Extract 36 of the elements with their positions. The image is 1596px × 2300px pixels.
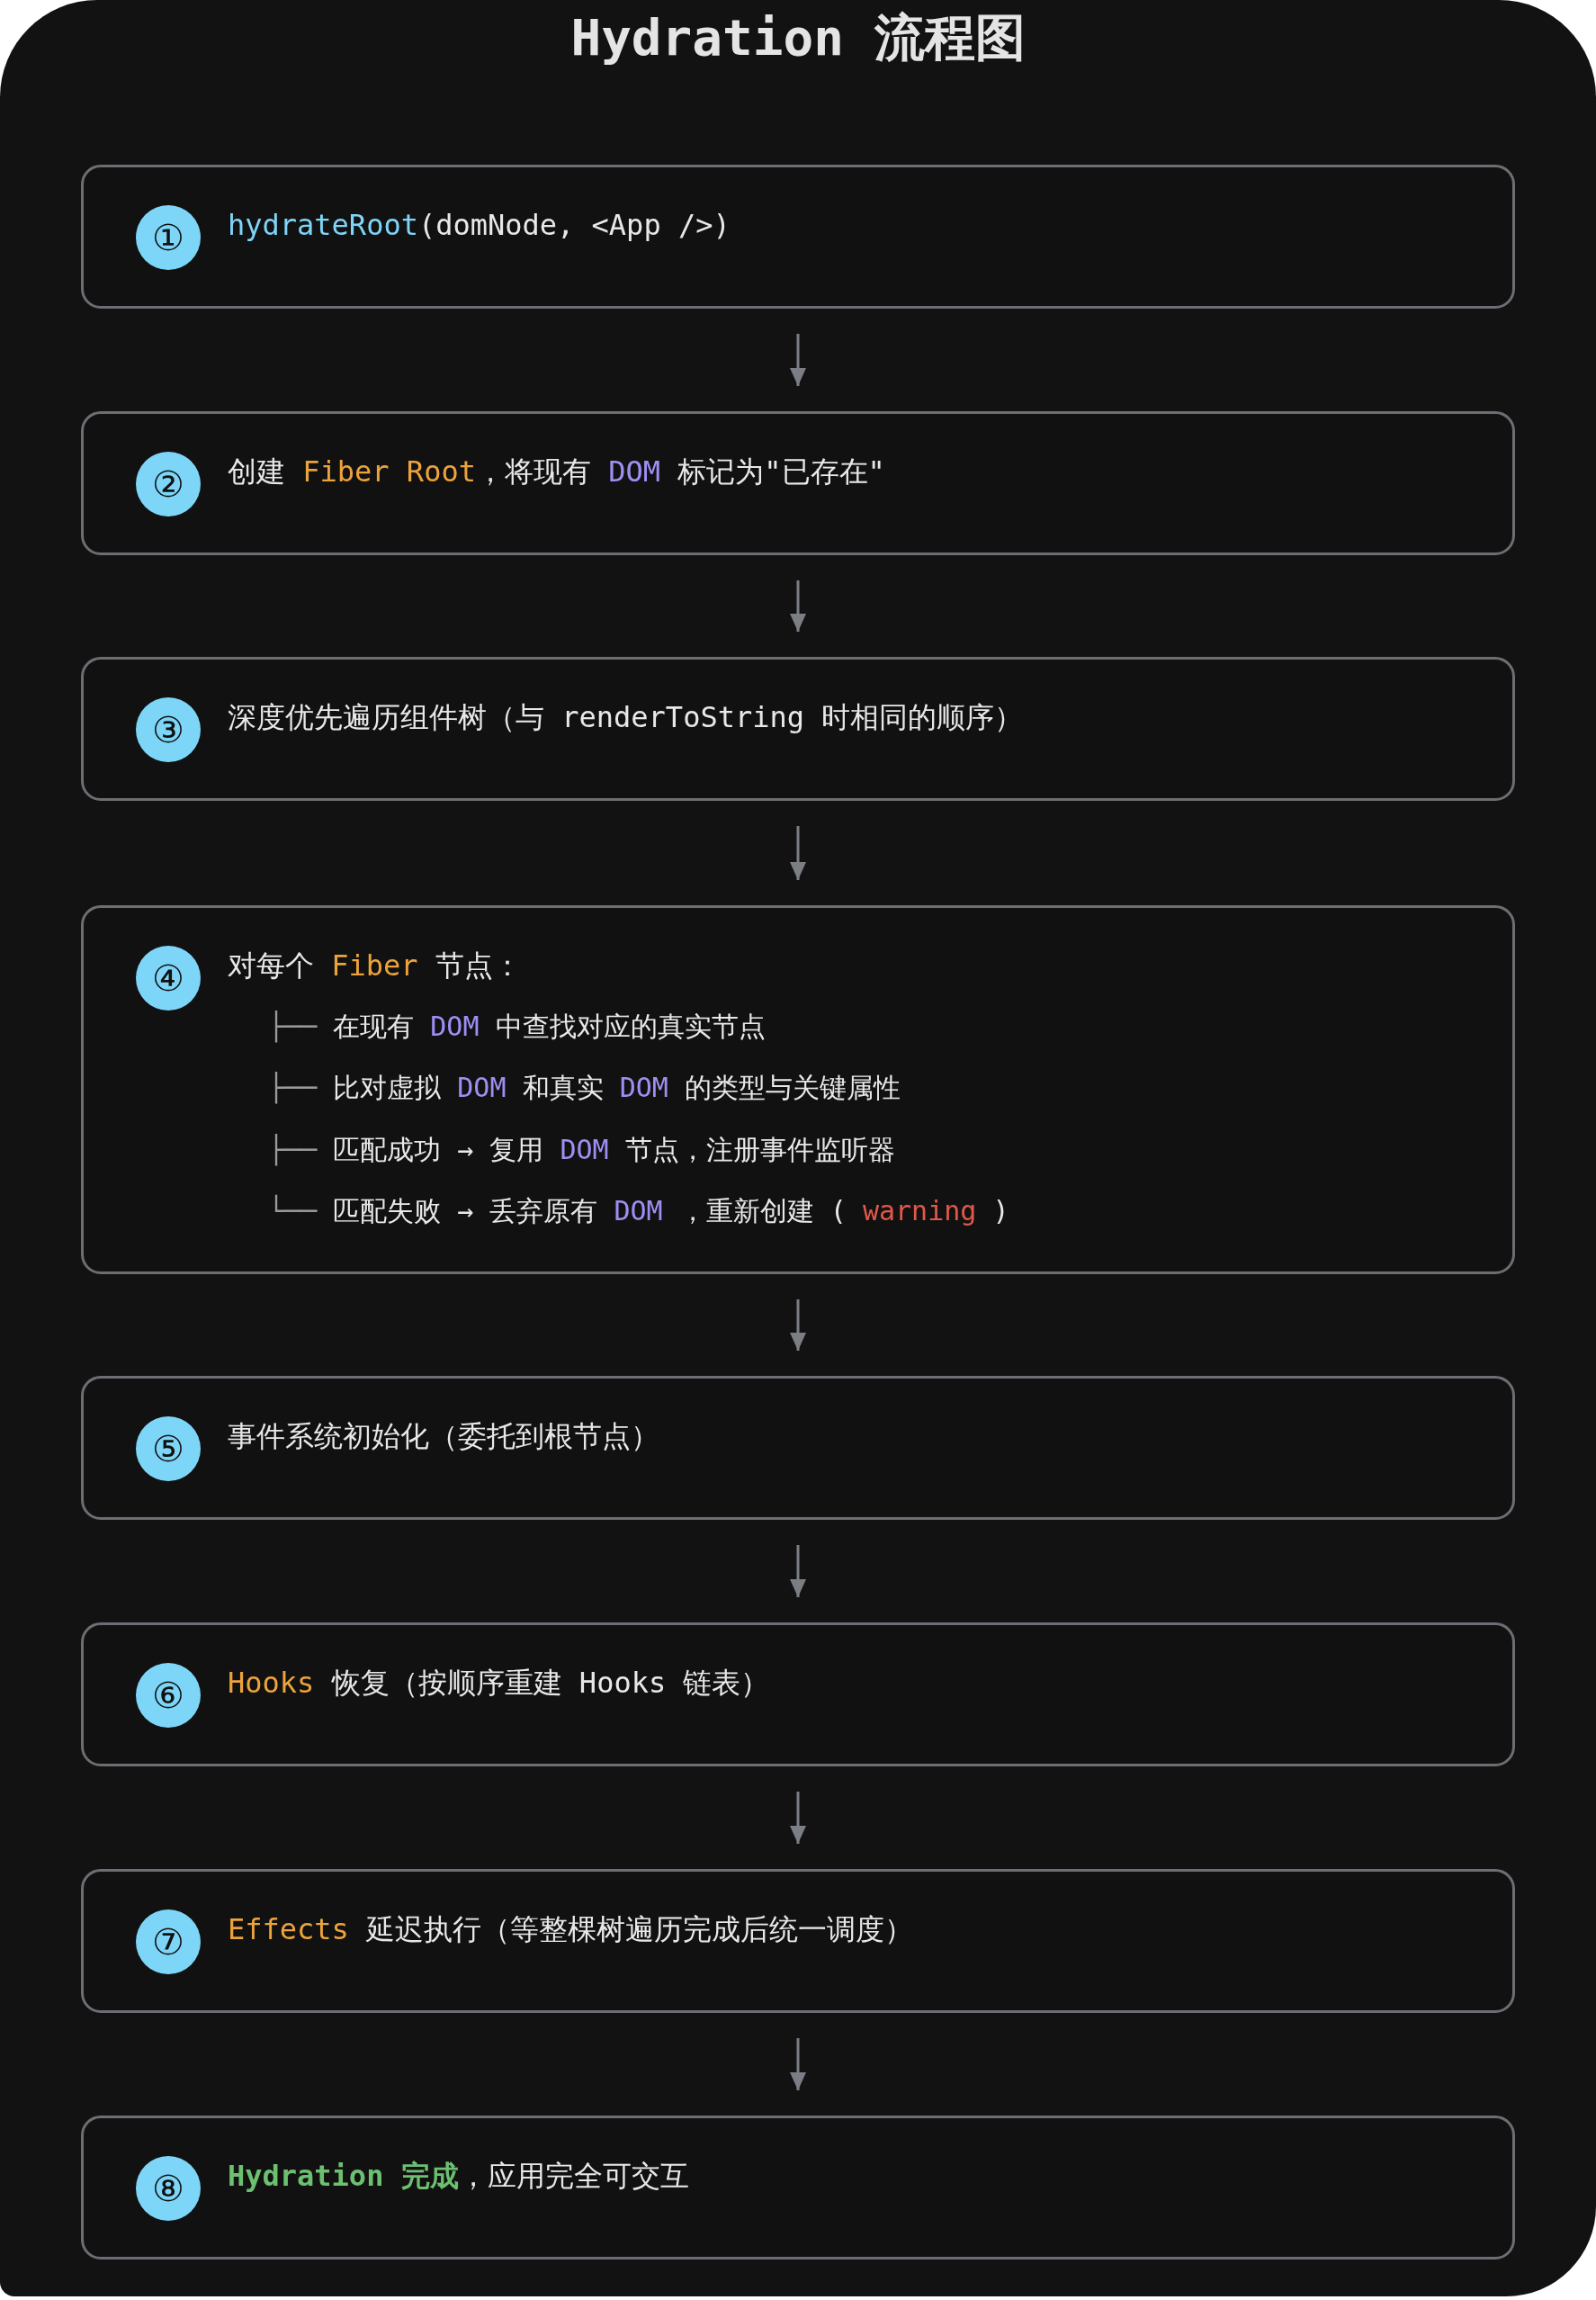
arrow xyxy=(790,1299,806,1351)
number-badge: ④ xyxy=(136,946,201,1011)
title: Hydration 流程图 xyxy=(570,7,1026,68)
list-item: ├── 匹配成功 → 复用 DOM 节点，注册事件监听器 xyxy=(268,1133,895,1168)
step-box xyxy=(81,905,1515,1274)
arrow xyxy=(790,2038,806,2090)
step-box xyxy=(81,1869,1515,2013)
number-badge: ⑤ xyxy=(136,1416,201,1481)
step-box xyxy=(81,1622,1515,1766)
number-badge: ⑧ xyxy=(136,2156,201,2221)
arrow xyxy=(790,1545,806,1597)
step-text: hydrateRoot(domNode, <App />) xyxy=(228,207,731,244)
step-text: 深度优先遍历组件树（与 renderToString 时相同的顺序） xyxy=(228,699,1024,736)
arrow xyxy=(790,1792,806,1844)
step-text: 创建 Fiber Root，将现有 DOM 标记为"已存在" xyxy=(228,454,885,490)
number-badge: ⑥ xyxy=(136,1663,201,1728)
step-box xyxy=(81,411,1515,555)
step-box xyxy=(81,657,1515,801)
list-item: ├── 在现有 DOM 中查找对应的真实节点 xyxy=(268,1010,766,1045)
step-box xyxy=(81,165,1515,309)
number-badge: ② xyxy=(136,452,201,517)
arrow xyxy=(790,826,806,880)
step-text: Effects 延迟执行（等整棵树遍历完成后统一调度） xyxy=(228,1911,914,1948)
number-badge: ⑦ xyxy=(136,1909,201,1974)
arrow xyxy=(790,334,806,386)
number-badge: ③ xyxy=(136,697,201,762)
arrow xyxy=(790,580,806,632)
step-text: 事件系统初始化（委托到根节点） xyxy=(228,1418,659,1455)
number-badge: ① xyxy=(136,205,201,270)
list-item: └── 匹配失败 → 丢弃原有 DOM ，重新创建 ( warning ) xyxy=(268,1193,1009,1228)
step-text: Hydration 完成，应用完全可交互 xyxy=(228,2158,689,2195)
step-box xyxy=(81,2116,1515,2260)
step-box xyxy=(81,1376,1515,1520)
step-text: 对每个 Fiber 节点： xyxy=(228,948,522,984)
step-text: Hooks 恢复（按顺序重建 Hooks 链表） xyxy=(228,1665,770,1702)
list-item: ├── 比对虚拟 DOM 和真实 DOM 的类型与关键属性 xyxy=(268,1071,901,1106)
